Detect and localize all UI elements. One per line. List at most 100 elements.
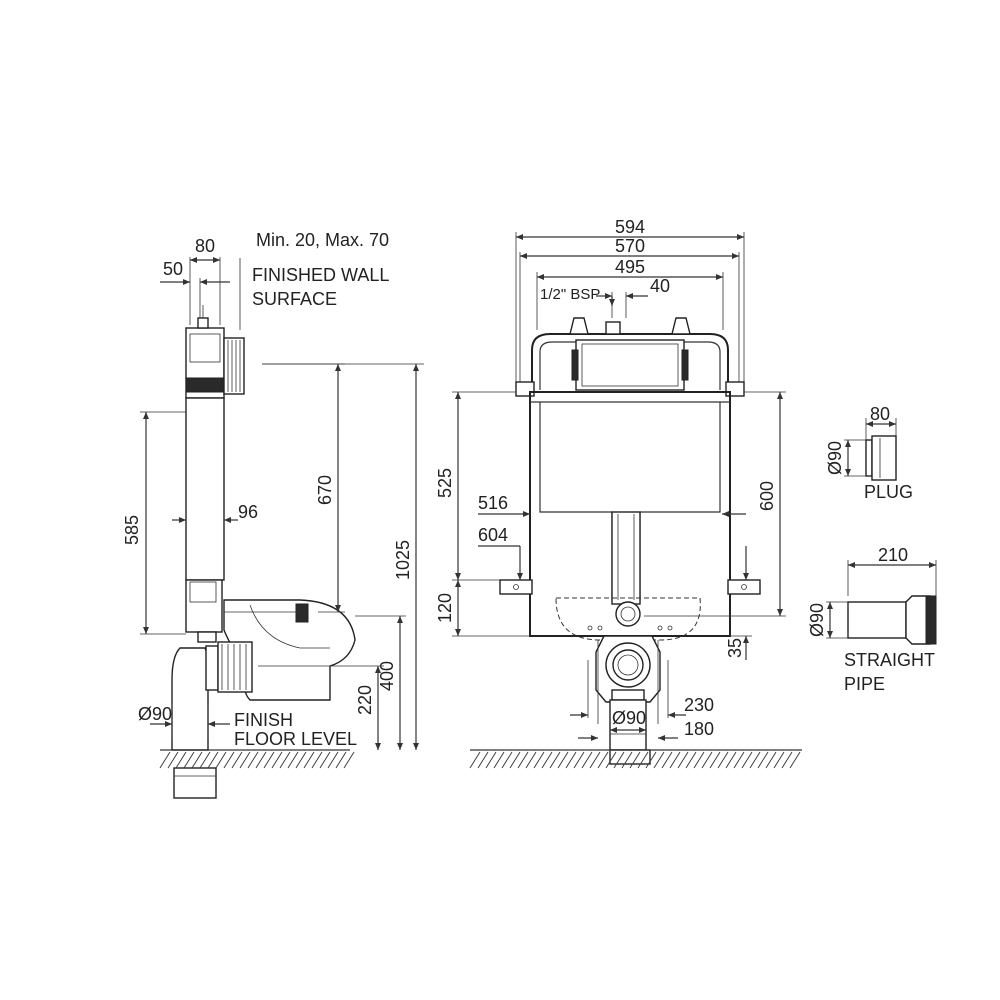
dim-dia90-side: Ø90: [138, 704, 230, 740]
finished-wall-label-2: SURFACE: [252, 289, 337, 309]
dim-1025-label: 1025: [393, 540, 413, 580]
floor-hatch-line: [613, 751, 625, 769]
floor-hatch-line: [343, 751, 355, 769]
floor-hatch-line: [725, 751, 737, 769]
dim-dia90-front: Ø90: [610, 708, 646, 733]
wc-pan-side: [223, 599, 356, 701]
floor-hatch-line: [693, 751, 705, 769]
floor-hatch-line: [565, 751, 577, 769]
floor-hatch-line: [661, 751, 673, 769]
floor-hatch-line: [757, 751, 769, 769]
pipe-label-2: PIPE: [844, 674, 885, 694]
frame-body: [499, 391, 761, 641]
cistern-frame-side: [185, 305, 245, 643]
pipe-dia90-label: Ø90: [807, 603, 827, 637]
floor-hatch-line: [159, 751, 171, 769]
floor-hatch-line: [207, 751, 219, 769]
dim-604: 604: [478, 525, 523, 580]
dim-180: 180: [578, 719, 714, 741]
floor-hatch-line: [621, 751, 633, 769]
dim-96-label: 96: [238, 502, 258, 522]
dim-600: 600: [644, 391, 786, 617]
floor-hatch-line: [191, 751, 203, 769]
floor-hatch-line: [597, 751, 609, 769]
floor-hatch-line: [653, 751, 665, 769]
floor-hatch-line: [741, 751, 753, 769]
floor-hatch-line: [557, 751, 569, 769]
floor-hatch-line: [717, 751, 729, 769]
floor-hatch-line: [263, 751, 275, 769]
dim-585-label: 585: [122, 515, 142, 545]
dim-bsp-40: 1/2" BSP 40: [540, 276, 670, 318]
pipe-label-1: STRAIGHT: [844, 650, 935, 670]
floor-hatch-line: [183, 751, 195, 769]
plug-dim-80-label: 80: [870, 404, 890, 424]
floor-hatch-line: [701, 751, 713, 769]
floor-hatch-line: [773, 751, 785, 769]
floor-hatch-line: [215, 751, 227, 769]
dim-594: 594: [515, 217, 745, 382]
floor-hatch-line: [637, 751, 649, 769]
dim-585: 585: [122, 411, 186, 635]
dim-220: 220: [258, 665, 384, 750]
dim-180-label: 180: [684, 719, 714, 739]
floor-hatch-line: [589, 751, 601, 769]
finish-floor-label-2: FLOOR LEVEL: [234, 729, 357, 749]
floor-hatch-line: [733, 751, 745, 769]
floor-hatch-line: [231, 751, 243, 769]
pipe-dim-210-label: 210: [878, 545, 908, 565]
floor-hatch-line: [199, 751, 211, 769]
dim-50-label: 50: [163, 259, 183, 279]
floor-hatch-line: [541, 751, 553, 769]
floor-hatch-line: [279, 751, 291, 769]
floor-hatch-line: [247, 751, 259, 769]
dim-96: 96: [172, 502, 258, 523]
dim-670: 670: [262, 363, 345, 613]
frame-top: [515, 317, 745, 397]
floor-hatch-line: [581, 751, 593, 769]
plug-label: PLUG: [864, 482, 913, 502]
floor-hatch-line: [517, 751, 529, 769]
dim-120-label: 120: [435, 593, 455, 623]
floor-hatch-line: [669, 751, 681, 769]
floor-hatch-line: [485, 751, 497, 769]
finish-floor-note: FINISH FLOOR LEVEL: [234, 710, 357, 749]
floor-hatch-line: [645, 751, 657, 769]
side-view: 80 50 Min. 20, Max. 70 FINISHED WALL SUR…: [122, 230, 424, 799]
floor-side: [159, 749, 355, 769]
dim-120: 120: [435, 579, 530, 637]
dim-525: 525: [435, 391, 516, 580]
floor-hatch-line: [573, 751, 585, 769]
floor-hatch-line: [223, 751, 235, 769]
dim-50-side: 50: [160, 259, 230, 325]
dim-220-label: 220: [355, 685, 375, 715]
floor-hatch-line: [327, 751, 339, 769]
dim-604-label: 604: [478, 525, 508, 545]
floor-hatch-line: [789, 751, 801, 769]
floor-hatch-line: [469, 751, 481, 769]
floor-hatch-line: [749, 751, 761, 769]
floor-hatch-line: [311, 751, 323, 769]
floor-hatch-line: [255, 751, 267, 769]
finish-floor-label-1: FINISH: [234, 710, 293, 730]
dim-594-label: 594: [615, 217, 645, 237]
floor-hatch-line: [295, 751, 307, 769]
dim-400-label: 400: [377, 661, 397, 691]
floor-hatch-line: [685, 751, 697, 769]
front-view: 594 570 495 1/2" BSP 40: [435, 217, 802, 769]
floor-hatch-line: [781, 751, 793, 769]
dim-40-label: 40: [650, 276, 670, 296]
dim-230: 230: [570, 695, 714, 718]
floor-hatch-line: [239, 751, 251, 769]
floor-hatch-line: [477, 751, 489, 769]
dim-dia90-side-label: Ø90: [138, 704, 172, 724]
floor-hatch-line: [605, 751, 617, 769]
wall-range-label: Min. 20, Max. 70: [256, 230, 389, 250]
floor-hatch-line: [501, 751, 513, 769]
finished-wall-label-1: FINISHED WALL: [252, 265, 389, 285]
floor-hatch-line: [533, 751, 545, 769]
floor-hatch-line: [335, 751, 347, 769]
dim-80-side: 80: [189, 236, 221, 325]
outlet-bend-front: [587, 635, 669, 765]
floor-hatch-line: [525, 751, 537, 769]
